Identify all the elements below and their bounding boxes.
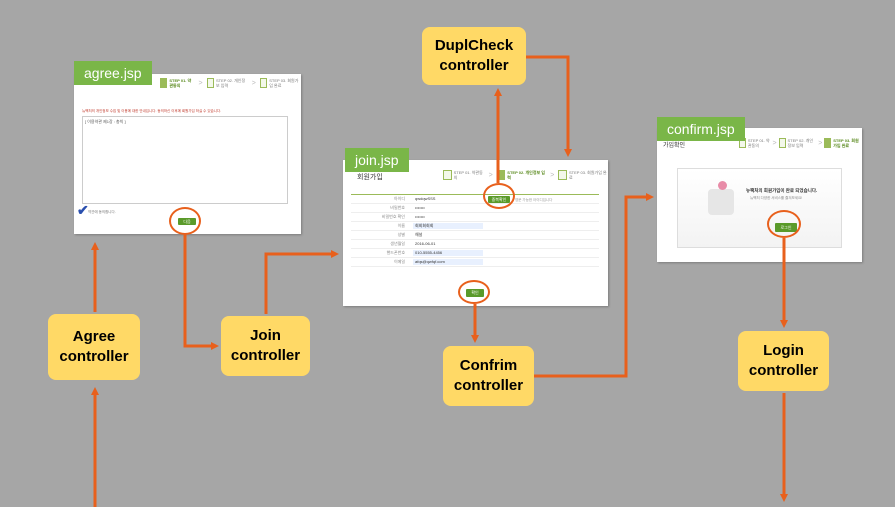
- arrow-next-to-join: [183, 235, 219, 350]
- form-row: 비밀번호 확인•••••••: [351, 213, 599, 222]
- arrow-dupcheck-return: [526, 55, 572, 157]
- phone-field[interactable]: 010-5555-4456: [413, 250, 483, 256]
- confirm-message: 뉴팩처의 회원가입이 완료 되었습니다.: [746, 188, 818, 193]
- password-field[interactable]: •••••••: [415, 205, 425, 210]
- step-2: STEP 02. 개인정보 입력: [206, 78, 248, 88]
- arrow-join-to-view: [264, 250, 339, 314]
- join-submit-highlight: [458, 280, 490, 304]
- confirm-submessage: 뉴팩처 다양한 서비스를 즐겨보세요!: [750, 196, 803, 200]
- confirm-jsp-tag: confirm.jsp: [657, 117, 745, 141]
- step-3: STEP 03. 회원가입 완료: [259, 78, 301, 88]
- birthdate-field[interactable]: 2016-06-01: [415, 241, 436, 246]
- step-2: STEP 02. 개인정보 입력: [496, 170, 547, 180]
- email-field[interactable]: afqs@qwfqf.com: [413, 259, 483, 265]
- agree-checkbox[interactable]: ✔: [77, 202, 89, 218]
- join-controller: Join controller: [221, 316, 310, 376]
- confirm-heading: 가입확인: [663, 143, 686, 149]
- confirm-panel: 뉴팩처의 회원가입이 완료 되었습니다. 뉴팩처 다양한 서비스를 즐겨보세요!…: [677, 168, 842, 248]
- agree-steps: STEP 01. 약관동의 > STEP 02. 개인정보 입력 > STEP …: [160, 78, 301, 88]
- password-confirm-field[interactable]: •••••••: [415, 214, 425, 219]
- join-steps: STEP 01. 약관동의 > STEP 02. 개인정보 입력 > STEP …: [443, 170, 608, 180]
- agree-next-highlight: [169, 207, 201, 235]
- agree-check-label: 약관에 동의합니다.: [88, 210, 116, 214]
- confirm-screen: 가입확인 STEP 01. 약관동의 > STEP 02. 개인정보 입력 > …: [657, 128, 862, 262]
- login-highlight: [767, 210, 801, 238]
- confrim-controller: Confrim controller: [443, 346, 534, 406]
- agree-notice: 뉴팩처의 개인정보 수집 및 이용에 대한 안내입니다. 동의하신 이후에 회원…: [82, 109, 222, 113]
- step-1: STEP 01. 약관동의: [443, 170, 485, 180]
- chair-illustration: [708, 189, 734, 215]
- gender-select[interactable]: 해설: [415, 232, 423, 237]
- join-jsp-tag: join.jsp: [345, 148, 409, 172]
- agree-controller: Agree controller: [48, 314, 140, 380]
- agree-jsp-tag: agree.jsp: [74, 61, 152, 85]
- join-heading: 회원가입: [357, 174, 383, 181]
- duplcheck-controller: DuplCheck controller: [422, 27, 526, 85]
- dup-check-highlight: [483, 183, 515, 209]
- terms-textarea[interactable]: [ 이용약관 제1장 : 총칙 ]: [82, 116, 288, 204]
- name-field[interactable]: 회회회회회: [413, 223, 483, 229]
- step-2: STEP 02. 개인정보 입력: [778, 138, 817, 148]
- step-3: STEP 03. 회원가입 완료: [824, 138, 862, 148]
- confirm-steps: STEP 01. 약관동의 > STEP 02. 개인정보 입력 > STEP …: [739, 138, 862, 148]
- form-row: 비밀번호•••••••: [351, 204, 599, 213]
- step-3: STEP 03. 회원가입 완료: [558, 170, 608, 180]
- terms-text: [ 이용약관 제1장 : 총칙 ]: [85, 119, 126, 124]
- step-1: STEP 01. 약관동의: [160, 78, 195, 88]
- id-field[interactable]: qwdqwSSS: [415, 196, 436, 201]
- login-controller: Login controller: [738, 331, 829, 391]
- flower-illustration: [718, 181, 727, 190]
- dup-note: 영문 가능한 아이디입니다: [515, 198, 553, 202]
